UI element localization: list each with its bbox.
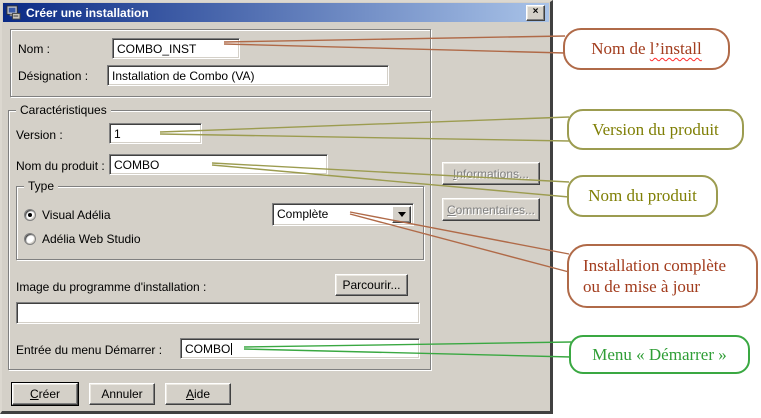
designation-input[interactable]: Installation de Combo (VA) [107,65,389,86]
identification-group [10,29,431,97]
informations-button[interactable]: Informations... [442,162,540,185]
radio-adelia-web-studio-label: Adélia Web Studio [42,232,141,246]
produit-input[interactable]: COMBO [109,154,328,175]
type-group-title: Type [24,179,59,193]
annuler-button-label: Annuler [101,387,143,401]
aide-button-label: Aide [185,387,211,401]
text-cursor [231,343,233,355]
commentaires-button-label: Commentaires... [446,202,536,217]
produit-value: COMBO [114,158,160,172]
annuler-button[interactable]: Annuler [89,383,155,405]
menu-demarrer-label: Entrée du menu Démarrer : [16,343,163,357]
designation-label: Désignation : [18,69,89,83]
create-installation-dialog: Créer une installation × Nom : COMBO_INS… [0,0,553,414]
creer-button-label: Créer [29,387,60,401]
produit-label: Nom du produit : [16,159,105,173]
parcourir-button-label: Parcourir... [342,278,401,292]
annotation-nom-produit: Nom du produit [567,175,718,217]
chevron-down-icon[interactable] [392,206,411,223]
commentaires-button[interactable]: Commentaires... [442,198,540,221]
version-input[interactable]: 1 [109,123,202,144]
caracteristiques-group-title: Caractéristiques [16,103,111,117]
annotation-installation-type: Installation complète ou de mise à jour [567,244,758,308]
designation-value: Installation de Combo (VA) [112,69,255,83]
version-label: Version : [16,128,63,142]
aide-button[interactable]: Aide [165,383,231,405]
image-label: Image du programme d'installation : [16,280,207,294]
radio-adelia-web-studio[interactable] [24,233,36,245]
window-title: Créer une installation [26,5,149,20]
installer-computer-icon [6,5,21,20]
creer-button[interactable]: Créer [12,383,78,405]
radio-visual-adelia-label: Visual Adélia [42,208,111,222]
version-value: 1 [114,127,121,141]
radio-visual-adelia[interactable] [24,209,36,221]
menu-demarrer-input[interactable]: COMBO [180,338,420,359]
nom-value: COMBO_INST [117,42,197,56]
title-bar[interactable]: Créer une installation [3,3,549,22]
nom-label: Nom : [18,42,51,56]
image-input[interactable] [16,302,420,324]
close-icon[interactable]: × [526,5,545,21]
installation-mode-dropdown[interactable]: Complète [272,203,414,226]
annotation-nom-install: Nom de l’install [563,28,730,70]
menu-demarrer-value: COMBO [185,342,231,356]
annotation-version-produit: Version du produit [567,109,744,150]
nom-input[interactable]: COMBO_INST [112,38,240,59]
informations-button-label: Informations... [452,166,530,181]
installation-mode-value: Complète [277,207,329,221]
annotation-menu-demarrer: Menu « Démarrer » [569,335,750,374]
parcourir-button[interactable]: Parcourir... [335,274,408,296]
